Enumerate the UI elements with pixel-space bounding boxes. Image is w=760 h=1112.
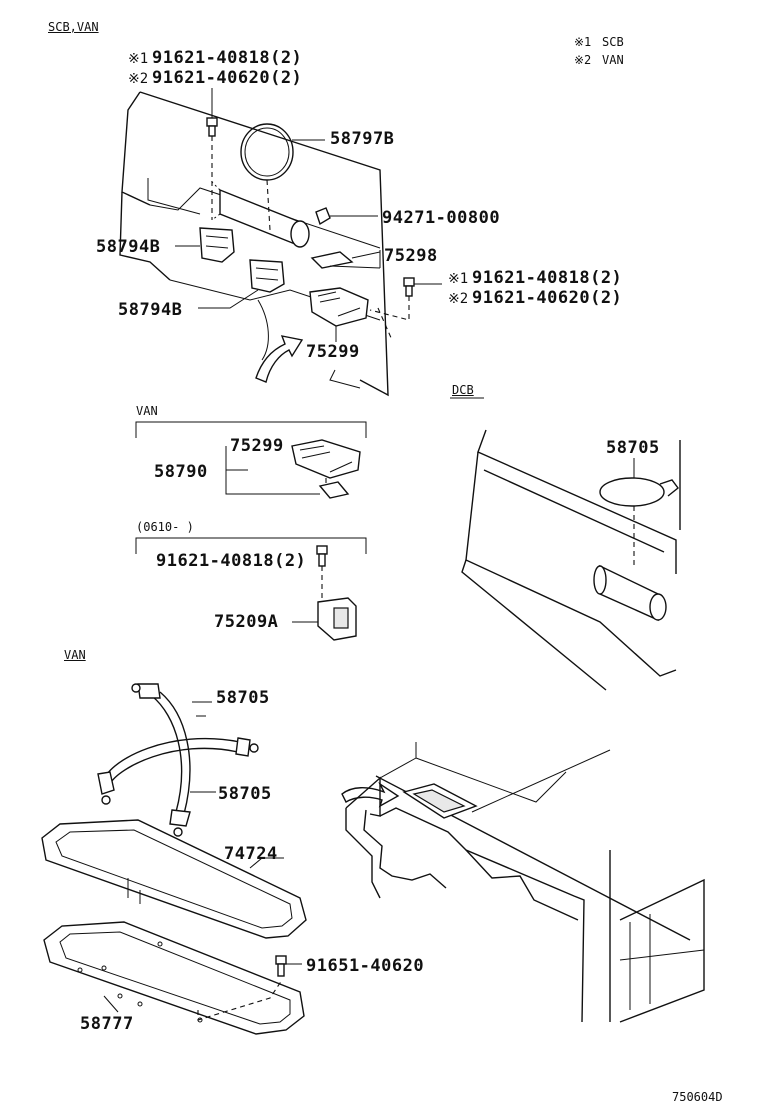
bracket-icon xyxy=(291,439,361,499)
part-label: 91621-40620(2) xyxy=(152,68,303,88)
direction-arrow xyxy=(255,299,304,383)
note-mark: ※1 xyxy=(128,51,149,67)
date-subbox xyxy=(135,537,367,554)
note-mark: ※1 xyxy=(448,271,469,287)
strap-icon xyxy=(97,737,259,805)
note-mark: ※2 xyxy=(128,71,149,87)
part-label: 75299 xyxy=(306,342,360,362)
leader-line xyxy=(377,307,393,341)
section-label-van: VAN xyxy=(136,404,158,418)
section-label-scb-van: SCB,VAN xyxy=(48,20,99,34)
part-label: 58777 xyxy=(80,1014,134,1034)
ring-icon xyxy=(240,123,325,231)
bolt-icon xyxy=(369,277,442,321)
floor-illustration xyxy=(341,742,705,1023)
legend-text: VAN xyxy=(602,53,624,67)
rear-panel-illustration xyxy=(119,91,389,397)
clip-icon xyxy=(175,227,285,309)
legend-mark: ※1 xyxy=(574,35,592,49)
note-mark: ※2 xyxy=(448,291,469,307)
part-label: 58794B xyxy=(118,300,183,320)
part-label: 75209A xyxy=(214,612,279,632)
bracket-icon xyxy=(310,250,381,269)
wing-nut-icon xyxy=(315,207,378,226)
bolt-icon xyxy=(206,88,218,220)
van-subbox xyxy=(135,421,367,495)
section-label-van-lower: VAN xyxy=(64,648,86,662)
bracket-icon xyxy=(309,287,369,342)
strap-icon xyxy=(599,458,679,566)
part-label: 58705 xyxy=(218,784,272,804)
bolt-icon xyxy=(275,955,302,977)
part-label: 91621-40818(2) xyxy=(152,48,303,68)
part-label: 91621-40620(2) xyxy=(472,288,623,308)
part-label: 58705 xyxy=(606,438,660,458)
part-label: 94271-00800 xyxy=(382,208,501,228)
diagram-code: 750604D xyxy=(672,1090,723,1104)
part-label: 75299 xyxy=(230,436,284,456)
section-label-dcb: DCB xyxy=(452,383,474,397)
part-label: 58794B xyxy=(96,237,161,257)
part-label: 58797B xyxy=(330,129,395,149)
part-label: 58705 xyxy=(216,688,270,708)
part-label: 74724 xyxy=(224,844,278,864)
mat-icon xyxy=(43,921,305,1035)
part-label: 75298 xyxy=(384,246,438,266)
legend-text: SCB xyxy=(602,35,624,49)
bolt-icon xyxy=(316,545,328,608)
bracket-icon xyxy=(292,597,357,641)
mat-icon xyxy=(41,819,307,939)
section-label-date-range: (0610- ) xyxy=(136,520,194,534)
strap-icon xyxy=(131,683,216,837)
part-label: 91621-40818(2) xyxy=(472,268,623,288)
part-label: 91621-40818(2) xyxy=(156,551,307,571)
dcb-panel-illustration xyxy=(450,397,681,691)
part-label: 91651-40620 xyxy=(306,956,425,976)
part-label: 58790 xyxy=(154,462,208,482)
legend-mark: ※2 xyxy=(574,53,592,67)
